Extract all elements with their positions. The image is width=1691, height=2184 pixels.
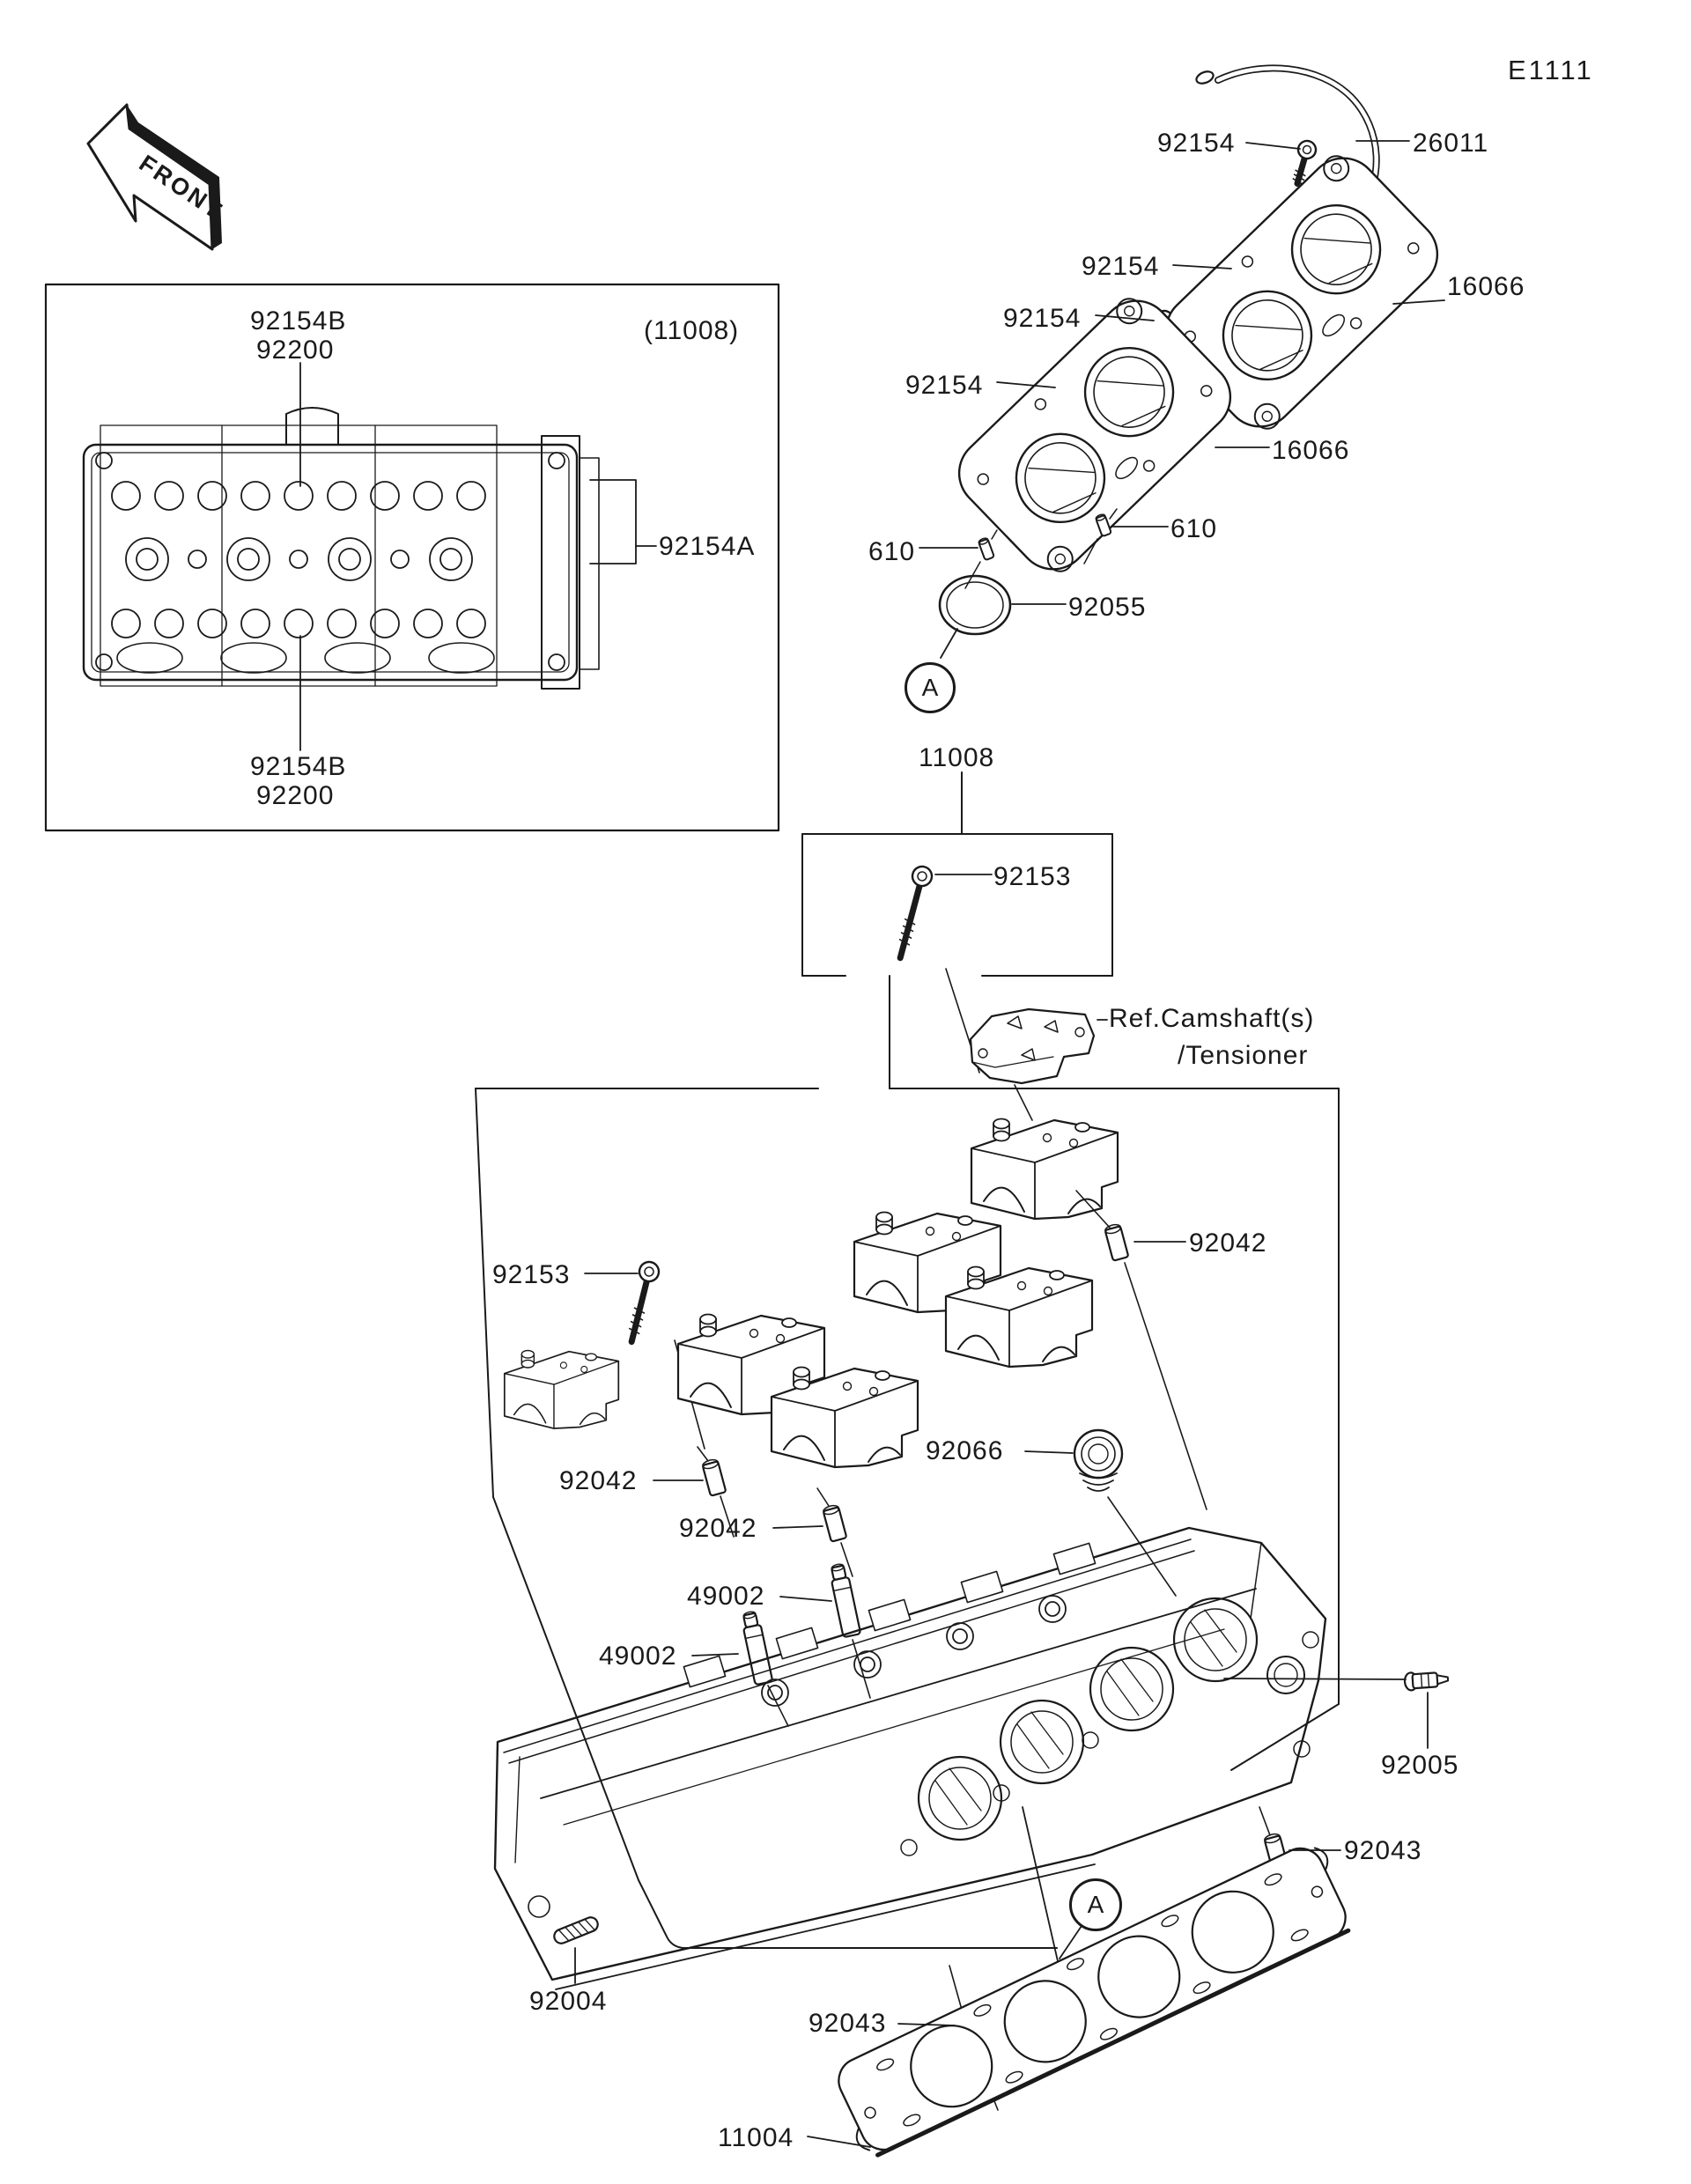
bolt-92153-left <box>628 1260 661 1346</box>
cam-holder-1 <box>970 1118 1119 1221</box>
label-11004-head-gasket: 11004 <box>718 2123 794 2152</box>
circled-marker-a-1: A <box>905 662 956 713</box>
head-gasket-11004 <box>838 1847 1351 2158</box>
label-49002-valve-guide-2: 49002 <box>599 1642 677 1671</box>
label-610-pin-right: 610 <box>1170 514 1218 543</box>
label-92043-dowel-right: 92043 <box>1344 1836 1422 1865</box>
label-16066-holder-gasket-2: 16066 <box>1272 436 1350 465</box>
dowel-92042-right <box>1103 1221 1130 1262</box>
a-marker-1-leader <box>940 628 958 659</box>
label-ref-tensioner: /Tensioner <box>1178 1041 1309 1070</box>
label-16066-holder-gasket-1: 16066 <box>1447 272 1525 301</box>
label-92004-stud: 92004 <box>529 1987 608 2016</box>
cylinder-head-drawing <box>493 1526 1327 1990</box>
label-92042-dowel-l1: 92042 <box>559 1466 638 1495</box>
label-92005-sensor: 92005 <box>1381 1751 1459 1780</box>
dowel-pin-610-left <box>977 535 995 562</box>
label-92042-dowel-l2: 92042 <box>679 1514 757 1543</box>
dowel-92042-l1 <box>700 1457 727 1497</box>
label-92154b-bottom: 92154B <box>250 752 347 781</box>
cam-holder-6 <box>503 1349 620 1429</box>
label-26011-breather-hose: 26011 <box>1413 129 1489 158</box>
cam-holder-5 <box>770 1366 919 1469</box>
label-92153-bolt-left: 92153 <box>492 1260 571 1289</box>
label-92042-dowel-right: 92042 <box>1189 1228 1267 1258</box>
front-arrow: FRONT <box>86 103 228 251</box>
sensor-92005 <box>1403 1671 1450 1692</box>
label-92153-bolt-top: 92153 <box>993 862 1072 891</box>
label-610-pin-left: 610 <box>868 537 916 566</box>
label-92055-oring: 92055 <box>1068 593 1147 622</box>
circled-marker-a-2: A <box>1069 1878 1122 1931</box>
label-92154-bolt-4: 92154 <box>905 371 984 400</box>
label-92043-dowel-bottom: 92043 <box>809 2009 887 2038</box>
leader-lines <box>584 140 1445 2148</box>
inset-box-head-top-view <box>44 283 780 832</box>
oring-92055 <box>938 574 1012 636</box>
valve-guide-1 <box>827 1561 862 1639</box>
label-92154-banjo-bolt: 92154 <box>1157 129 1236 158</box>
bolt-92153-top <box>897 865 934 962</box>
label-ref-camshaft: Ref.Camshaft(s) <box>1109 1004 1315 1033</box>
stud-92004 <box>553 1916 599 1944</box>
label-92154b-top: 92154B <box>250 306 347 336</box>
label-11008-head-assembly: 11008 <box>919 743 995 772</box>
label-49002-valve-guide-1: 49002 <box>687 1582 765 1611</box>
label-92154-bolt-3: 92154 <box>1003 304 1082 333</box>
camshaft-cap-plate <box>969 1007 1096 1085</box>
label-92200-bottom: 92200 <box>256 781 335 810</box>
label-11008-inset-caption: (11008) <box>644 316 740 345</box>
grouping-brackets <box>475 771 1340 1949</box>
page-code: E1111 <box>1508 55 1594 85</box>
label-92154-bolt-2: 92154 <box>1082 252 1160 281</box>
cam-holder-3 <box>944 1265 1094 1369</box>
label-92200-top: 92200 <box>256 336 335 365</box>
label-92154a: 92154A <box>659 532 756 561</box>
oil-plug-92066 <box>1073 1428 1124 1492</box>
a-marker-2-pointer <box>1022 1806 1059 1962</box>
dowel-92042-l2 <box>821 1502 848 1543</box>
label-92066-oil-plug: 92066 <box>926 1436 1004 1465</box>
